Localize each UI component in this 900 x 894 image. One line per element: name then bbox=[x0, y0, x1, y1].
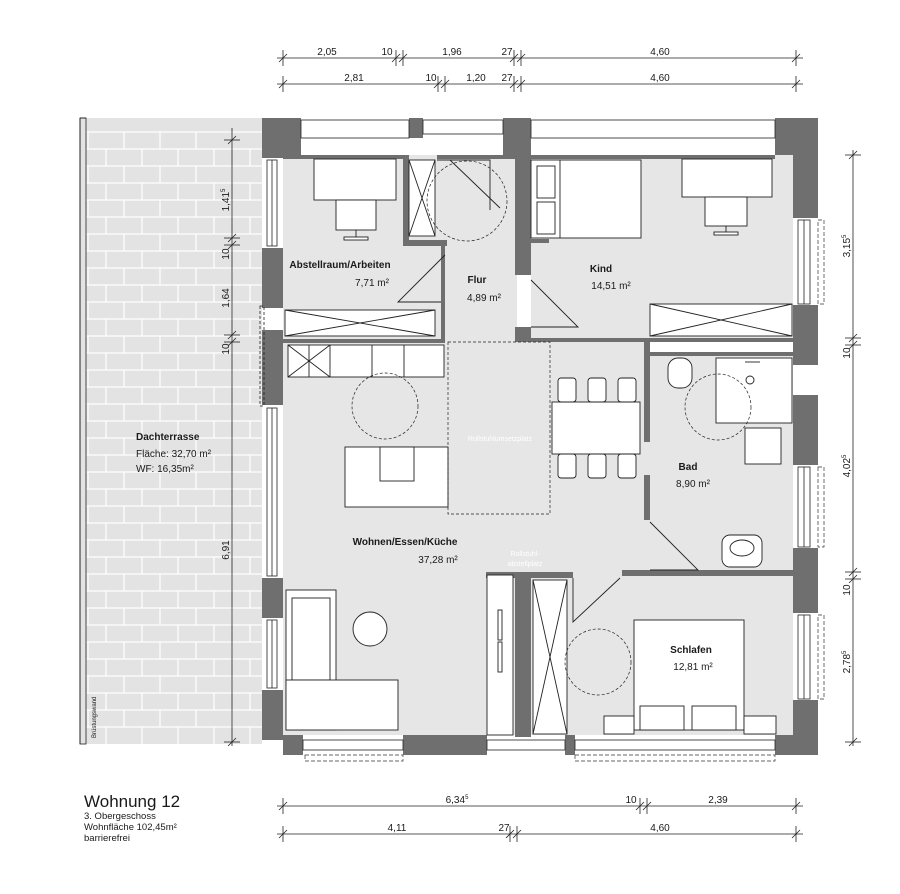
dim-top2-b: 10 bbox=[425, 73, 437, 84]
room-kind-area: 14,51 m² bbox=[591, 281, 631, 292]
dim-right-c-value: 4,02 bbox=[842, 458, 853, 478]
room-abstellraum-area: 7,71 m² bbox=[355, 278, 390, 289]
dim-bottom2-b: 27 bbox=[498, 823, 510, 834]
dim-right-a-sup: 5 bbox=[842, 234, 848, 238]
dim-right-c-sup: 5 bbox=[842, 454, 848, 458]
plan-accessibility: barrierefrei bbox=[84, 833, 130, 844]
dim-top2-a: 2,81 bbox=[344, 73, 364, 84]
dim-right-a: 3,155 bbox=[842, 234, 853, 257]
room-schlafen-area: 12,81 m² bbox=[673, 662, 713, 673]
plan-living-area: Wohnfläche 102,45m² bbox=[84, 822, 177, 833]
dim-top1-d: 27 bbox=[501, 47, 513, 58]
room-dachterrasse-name: Dachterrasse bbox=[136, 432, 200, 443]
window-dashed-outline bbox=[304, 219, 825, 762]
windows bbox=[259, 119, 811, 751]
dim-top2-c: 1,20 bbox=[466, 73, 486, 84]
room-wohnen-name: Wohnen/Essen/Küche bbox=[353, 537, 458, 548]
hint-rollstuhl-b: abstellplatz bbox=[507, 561, 543, 568]
room-dachterrasse-flaeche: Fläche: 32,70 m² bbox=[136, 449, 212, 460]
room-bad-name: Bad bbox=[679, 462, 698, 473]
room-labels: Abstellraum/Arbeiten 7,71 m² Flur 4,89 m… bbox=[92, 260, 713, 738]
dim-top1-a: 2,05 bbox=[317, 47, 337, 58]
dim-right-d: 10 bbox=[842, 584, 853, 596]
room-wohnen-area: 37,28 m² bbox=[418, 555, 458, 566]
dim-right-c: 4,025 bbox=[842, 454, 853, 477]
turning-circles bbox=[351, 160, 752, 696]
dim-bottom2-c: 4,60 bbox=[650, 823, 670, 834]
room-bad-area: 8,90 m² bbox=[676, 479, 711, 490]
dimension-texts: 2,05 10 1,96 27 4,60 2,81 10 1,20 27 4,6… bbox=[221, 47, 853, 834]
room-flur-name: Flur bbox=[468, 275, 487, 286]
dim-bottom1-a: 6,345 bbox=[446, 795, 469, 806]
walls bbox=[262, 118, 818, 755]
dim-bottom1-a-sup: 5 bbox=[465, 795, 469, 801]
doors bbox=[396, 159, 700, 624]
dim-left-a-value: 1,41 bbox=[221, 192, 232, 212]
dim-right-b: 10 bbox=[842, 347, 853, 359]
room-kind-name: Kind bbox=[590, 264, 612, 275]
dim-top1-b: 10 bbox=[381, 47, 393, 58]
dimension-lines bbox=[224, 50, 861, 842]
dim-right-e-value: 2,78 bbox=[842, 654, 853, 674]
dim-bottom1-c: 2,39 bbox=[708, 795, 728, 806]
dim-left-c: 1,64 bbox=[221, 288, 232, 308]
dim-bottom1-a-value: 6,34 bbox=[446, 795, 466, 806]
dim-bottom1-b: 10 bbox=[625, 795, 637, 806]
dim-left-a: 1,415 bbox=[221, 188, 232, 211]
hint-rollstuhl-a: Rollstuhl- bbox=[510, 551, 540, 558]
room-abstellraum-name: Abstellraum/Arbeiten bbox=[289, 260, 390, 271]
dim-left-a-sup: 5 bbox=[221, 188, 227, 192]
dim-top2-e: 4,60 bbox=[650, 73, 670, 84]
room-dachterrasse-wf: WF: 16,35m² bbox=[136, 464, 194, 475]
dim-top2-d: 27 bbox=[501, 73, 513, 84]
hint-rollstuhlumsetzplatz: Rollstuhlumsetzplatz bbox=[468, 436, 533, 443]
room-flur-area: 4,89 m² bbox=[467, 293, 502, 304]
dim-right-e: 2,785 bbox=[842, 650, 853, 673]
dim-left-d: 10 bbox=[221, 343, 232, 355]
dim-top1-c: 1,96 bbox=[442, 47, 462, 58]
room-schlafen-name: Schlafen bbox=[670, 645, 712, 656]
dim-left-e: 6,91 bbox=[221, 540, 232, 560]
dim-right-a-value: 3,15 bbox=[842, 238, 853, 258]
terrace bbox=[79, 117, 262, 745]
dim-bottom2-a: 4,11 bbox=[388, 823, 407, 834]
hint-bruestungswand: Brüstungswand bbox=[92, 697, 98, 738]
title-block: Wohnung 12 3. Obergeschoss Wohnfläche 10… bbox=[84, 792, 284, 844]
dim-top1-e: 4,60 bbox=[650, 47, 670, 58]
plan-floor: 3. Obergeschoss bbox=[84, 811, 156, 822]
dim-left-b: 10 bbox=[221, 248, 232, 260]
dim-right-e-sup: 5 bbox=[842, 650, 848, 654]
plan-title: Wohnung 12 bbox=[84, 792, 181, 811]
furniture bbox=[284, 158, 793, 736]
